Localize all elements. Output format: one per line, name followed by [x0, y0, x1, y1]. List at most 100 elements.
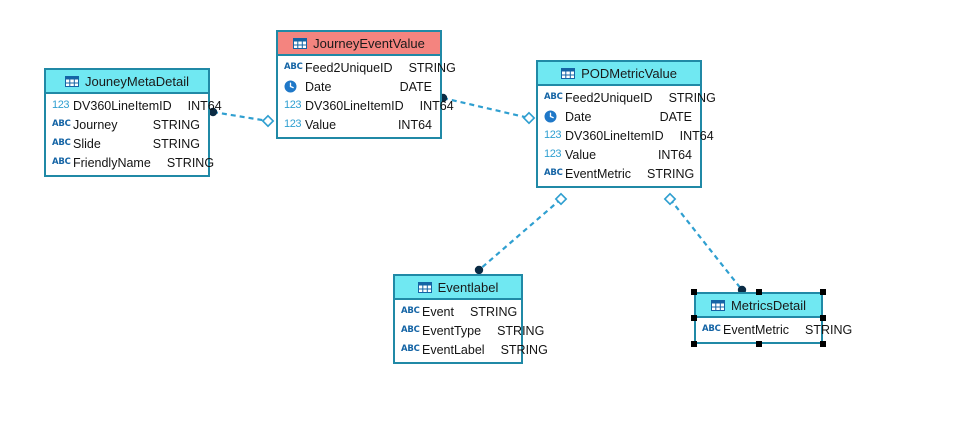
- field-type: STRING: [805, 322, 853, 337]
- entity-title: JourneyEventValue: [313, 35, 425, 51]
- field-name: EventLabel: [422, 342, 485, 357]
- field-type: INT64: [679, 128, 714, 143]
- field-name: EventMetric: [723, 322, 789, 337]
- field-type: INT64: [187, 98, 222, 113]
- field-type: INT64: [397, 117, 432, 132]
- field-type: STRING: [152, 117, 200, 132]
- source-marker-hollow-diamond: [554, 192, 568, 206]
- field-name: EventMetric: [565, 166, 631, 181]
- table-icon: [293, 37, 308, 49]
- field-type: STRING: [166, 155, 215, 170]
- field-name: DV360LineItemID: [565, 128, 664, 143]
- resize-handle-se[interactable]: [820, 341, 826, 347]
- resize-handle-sw[interactable]: [691, 341, 697, 347]
- field-type: INT64: [657, 147, 692, 162]
- table-icon: [64, 75, 79, 87]
- field-name: DV360LineItemID: [73, 98, 172, 113]
- target-marker-hollow-diamond: [261, 114, 275, 128]
- entity-header-eventlabel[interactable]: Eventlabel: [395, 276, 521, 300]
- field-type: STRING: [647, 166, 695, 181]
- entity-header-metricsdetail[interactable]: MetricsDetail: [696, 294, 821, 318]
- entity-header-journeyeventvalue[interactable]: JourneyEventValue: [278, 32, 440, 56]
- field-name: EventType: [422, 323, 482, 338]
- abc-string-icon: ABC: [401, 306, 420, 317]
- field-type: STRING: [408, 60, 456, 75]
- clock-date-icon: [544, 110, 560, 123]
- table-icon: [561, 67, 576, 79]
- resize-handle-w[interactable]: [691, 315, 697, 321]
- relationship-line: [212, 110, 269, 123]
- entity-title: MetricsDetail: [730, 297, 807, 313]
- number-123-icon: 123: [52, 99, 70, 111]
- target-marker-filled-dot: [474, 265, 484, 275]
- entity-header-podmetricvalue[interactable]: PODMetricValue: [538, 62, 700, 86]
- relationship-rel-pod-to-metricsdetail[interactable]: [663, 192, 747, 295]
- resize-handle-n[interactable]: [755, 289, 762, 295]
- field-name: Journey: [73, 117, 118, 132]
- field-name: FriendlyName: [73, 155, 151, 170]
- number-123-icon: 123: [544, 129, 562, 141]
- field-type: DATE: [659, 109, 692, 124]
- source-marker-hollow-diamond: [663, 192, 677, 206]
- field-type: STRING: [152, 136, 200, 151]
- field-name: Date: [305, 79, 332, 94]
- resize-handle-s[interactable]: [755, 341, 762, 347]
- number-123-icon: 123: [284, 99, 302, 111]
- field-type: STRING: [668, 90, 716, 105]
- entity-header-jouneymetadetail[interactable]: JouneyMetaDetail: [46, 70, 208, 94]
- relationship-line: [478, 198, 562, 271]
- relationship-line: [442, 96, 530, 120]
- entity-title: JouneyMetaDetail: [84, 73, 190, 89]
- clock-date-icon: [284, 80, 300, 93]
- table-icon: [710, 299, 725, 311]
- resize-handle-ne[interactable]: [820, 289, 826, 295]
- abc-string-icon: ABC: [544, 92, 563, 103]
- resize-handle-e[interactable]: [820, 315, 826, 321]
- abc-string-icon: ABC: [52, 119, 71, 130]
- relationship-rel-pod-to-eventlabel[interactable]: [474, 192, 568, 275]
- entity-title: PODMetricValue: [581, 65, 677, 81]
- resize-handle-nw[interactable]: [691, 289, 697, 295]
- target-marker-hollow-diamond: [522, 111, 536, 125]
- table-icon: [417, 281, 432, 293]
- abc-string-icon: ABC: [544, 168, 563, 179]
- abc-string-icon: ABC: [284, 62, 303, 73]
- field-type: STRING: [469, 304, 518, 319]
- field-name: Feed2UniqueID: [305, 60, 393, 75]
- abc-string-icon: ABC: [52, 138, 71, 149]
- field-type: STRING: [497, 323, 545, 338]
- field-name: Slide: [73, 136, 101, 151]
- selection-handles-metricsdetail: [691, 289, 826, 347]
- relationship-line: [669, 198, 743, 291]
- field-type: INT64: [419, 98, 454, 113]
- field-name: DV360LineItemID: [305, 98, 404, 113]
- field-name: Event: [422, 304, 454, 319]
